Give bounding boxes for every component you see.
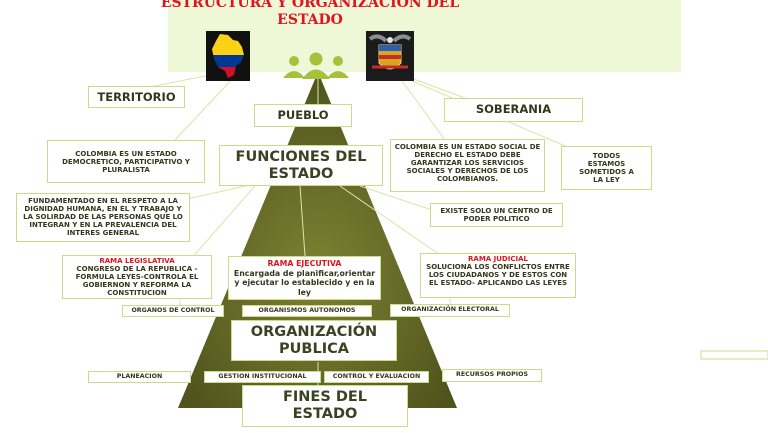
rama-legislativa-body: CONGRESO DE LA REPUBLICA - FORMULA LEYES… bbox=[75, 265, 199, 297]
page-title: ESTRUCTURA Y ORGANIZACIÓN DEL ESTADO bbox=[160, 0, 460, 28]
territorio-node: TERRITORIO bbox=[88, 86, 185, 108]
rama-ejecutiva-node: RAMA EJECUTIVA Encargada de planificar,o… bbox=[228, 256, 381, 300]
people-group-icon bbox=[283, 52, 349, 79]
rama-judicial-body: SOLUCIONA LOS CONFLICTOS ENTRE LOS CIUDA… bbox=[426, 263, 570, 287]
centro-poder-node: EXISTE SOLO UN CENTRO DE PODER POLITICO bbox=[430, 203, 563, 227]
fines-estado-node: FINES DEL ESTADO bbox=[242, 385, 408, 427]
estado-derecho-node: COLOMBIA ES UN ESTADO SOCIAL DE DERECHO … bbox=[390, 139, 545, 192]
title-banner bbox=[168, 0, 681, 72]
organizacion-electoral-node: ORGANIZACIÓN ELECTORAL bbox=[390, 304, 510, 317]
rama-judicial-node: RAMA JUDICIAL SOLUCIONA LOS CONFLICTOS E… bbox=[420, 253, 576, 298]
control-evaluacion-node: CONTROL Y EVALUACION bbox=[324, 371, 429, 383]
pueblo-node: PUEBLO bbox=[254, 104, 352, 127]
coat-of-arms-icon bbox=[366, 31, 414, 81]
side-marker-box bbox=[700, 350, 768, 360]
colombia-map-icon bbox=[206, 31, 250, 81]
soberania-node: SOBERANIA bbox=[444, 98, 583, 122]
sometidos-ley-node: TODOS ESTAMOS SOMETIDOS A LA LEY bbox=[561, 146, 652, 190]
organismos-autonomos-node: ORGANISMOS AUTONOMOS bbox=[242, 305, 372, 317]
funciones-estado-node: FUNCIONES DEL ESTADO bbox=[219, 145, 383, 186]
planeacion-node: PLANEACION bbox=[88, 371, 191, 383]
recursos-propios-node: RECURSOS PROPIOS bbox=[442, 369, 542, 382]
connector-lines bbox=[144, 71, 571, 385]
rama-legislativa-node: RAMA LEGISLATIVA CONGRESO DE LA REPUBLIC… bbox=[62, 255, 212, 299]
rama-legislativa-title: RAMA LEGISLATIVA bbox=[99, 257, 175, 265]
rama-ejecutiva-title: RAMA EJECUTIVA bbox=[267, 259, 342, 268]
colombia-estado-node: COLOMBIA ES UN ESTADO DEMOCRETICO, PARTI… bbox=[47, 140, 205, 183]
organizacion-publica-node: ORGANIZACIÓN PUBLICA bbox=[231, 320, 397, 361]
rama-ejecutiva-body: Encargada de planificar,orientar y ejecu… bbox=[233, 268, 376, 297]
gestion-institucional-node: GESTION INSTITUCIONAL bbox=[204, 371, 321, 383]
organos-control-node: ORGANOS DE CONTROL bbox=[122, 305, 224, 317]
rama-judicial-title: RAMA JUDICIAL bbox=[468, 255, 528, 263]
fundamentado-node: FUNDAMENTADO EN EL RESPETO A LA DIGNIDAD… bbox=[16, 193, 190, 242]
